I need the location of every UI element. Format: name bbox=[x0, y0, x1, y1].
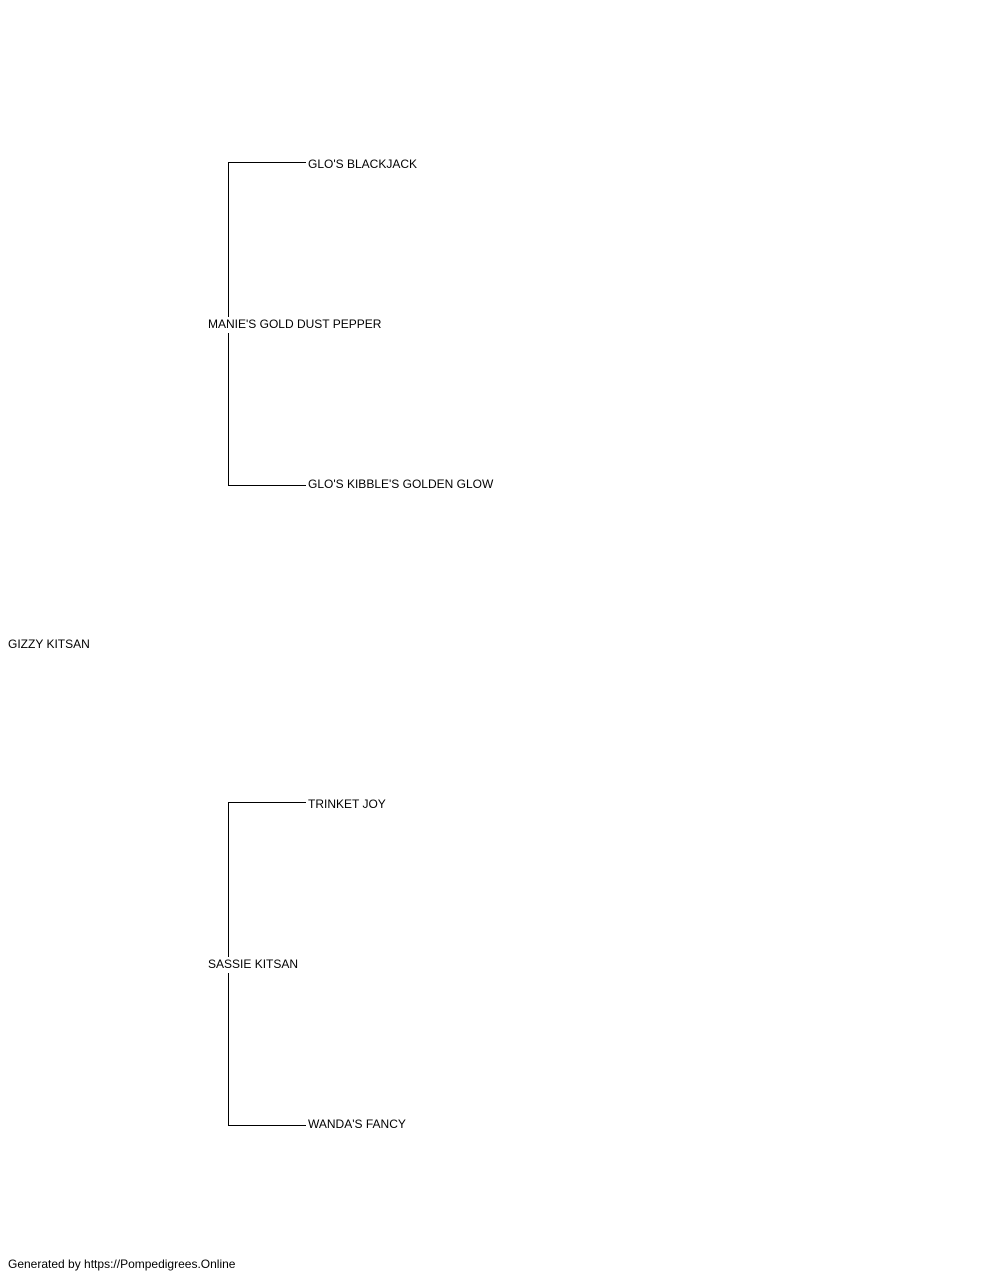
maternal-grandsire-name: TRINKET JOY bbox=[308, 797, 386, 811]
paternal-granddam-name: GLO'S KIBBLE'S GOLDEN GLOW bbox=[308, 477, 494, 491]
dam-name: SASSIE KITSAN bbox=[208, 957, 299, 973]
subject-name: GIZZY KITSAN bbox=[8, 637, 90, 651]
generated-by-footer: Generated by https://Pompedigrees.Online bbox=[8, 1257, 236, 1271]
sire-name: MANIE'S GOLD DUST PEPPER bbox=[208, 317, 382, 333]
paternal-grandsire-name: GLO'S BLACKJACK bbox=[308, 157, 417, 171]
maternal-granddam-name: WANDA'S FANCY bbox=[308, 1117, 406, 1131]
